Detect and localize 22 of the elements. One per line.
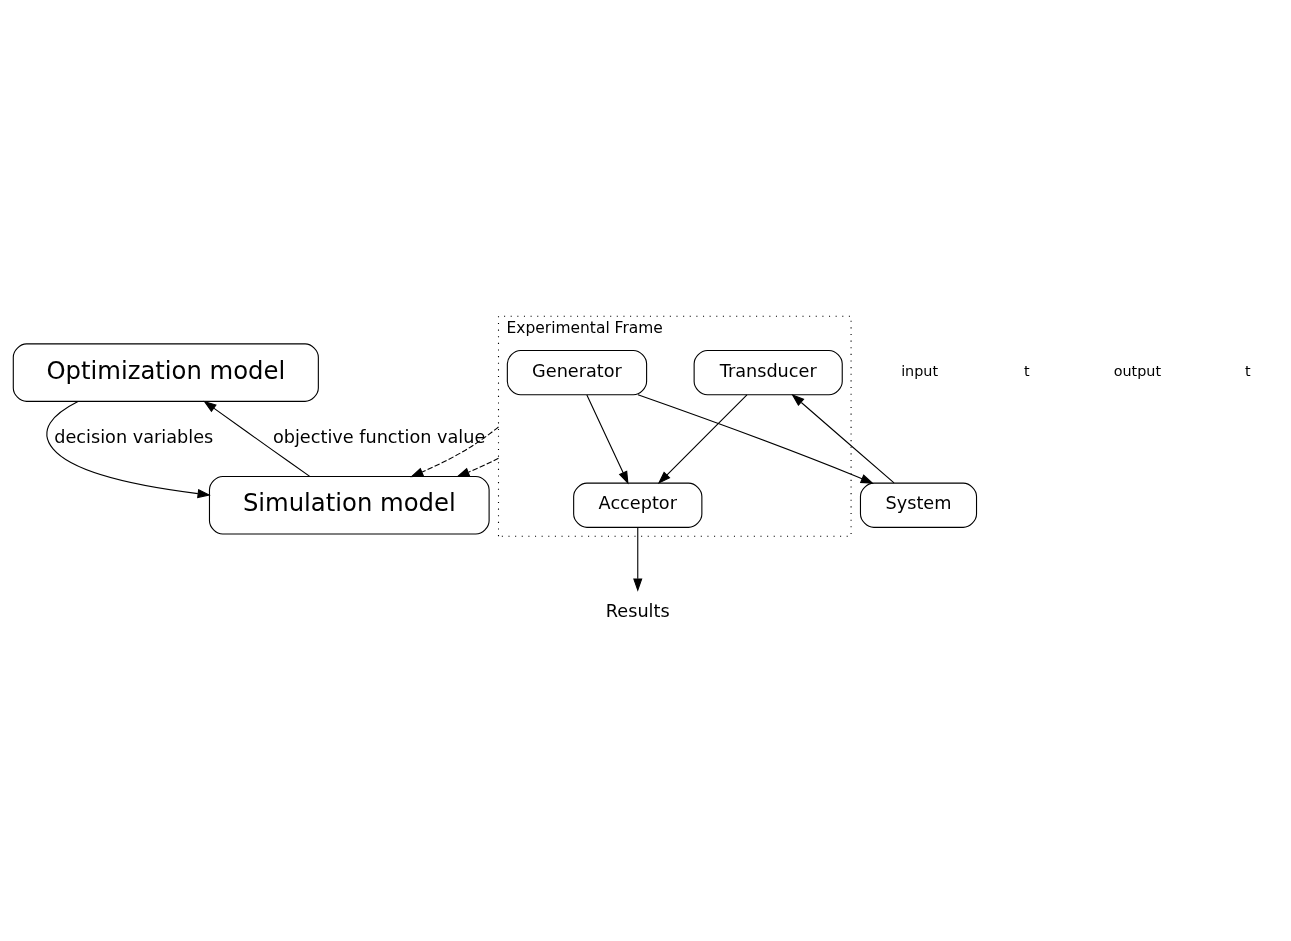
node-box: Transducer [693,349,843,395]
arrow [633,526,643,592]
node-box: Optimization model [12,342,319,402]
node-box: System [859,482,978,528]
label: input [901,362,939,379]
node-box: Acceptor [573,482,703,528]
arrow [456,457,500,477]
arrow [657,393,748,484]
node-box: Simulation model [208,475,490,535]
arrow [791,393,895,483]
node-text: Results [605,600,670,621]
arrow [203,400,311,477]
arrow [637,393,874,484]
label: output [1113,362,1162,379]
arrow [46,400,211,498]
edge-label: objective function value [272,426,486,447]
arrow [586,393,629,484]
node-box: Generator [506,349,648,395]
arrow [410,425,500,477]
label: t [1245,362,1251,379]
edge-label: decision variables [54,426,214,447]
label: t [1024,362,1030,379]
